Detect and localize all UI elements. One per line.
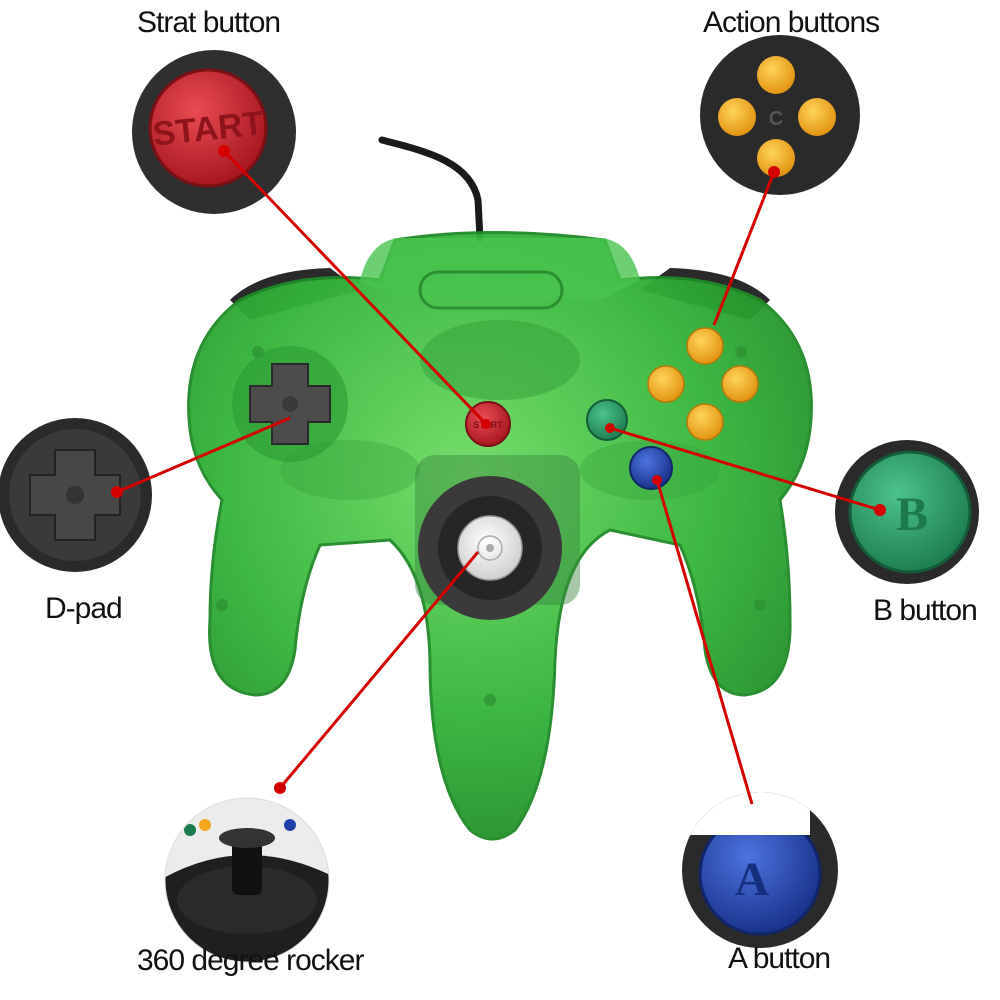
start-button-label: Strat button bbox=[137, 6, 281, 39]
b-pointer-line bbox=[609, 426, 881, 512]
start-button-callout-circle: START bbox=[132, 50, 296, 214]
action-pointer-line bbox=[712, 171, 776, 326]
b-button-lettering: B bbox=[896, 488, 928, 541]
controller-analog-stick bbox=[418, 476, 562, 620]
c-button-lettering: C bbox=[769, 108, 783, 130]
d-pad-label: D-pad bbox=[45, 592, 123, 625]
b-button-callout-circle: B bbox=[835, 440, 979, 584]
controller-c-buttons bbox=[647, 327, 759, 441]
b-button-label: B button bbox=[873, 594, 978, 627]
d-pad-callout-circle bbox=[0, 418, 152, 572]
start-pointer-line bbox=[222, 149, 488, 426]
rocker-callout-circle bbox=[164, 797, 330, 963]
controller-a-button bbox=[629, 446, 673, 490]
action-buttons-callout-circle: C bbox=[700, 35, 860, 195]
rocker-pointer-line bbox=[278, 551, 480, 789]
controller-d-pad bbox=[232, 346, 348, 462]
controller-b-button bbox=[586, 399, 628, 441]
pointer-lines bbox=[116, 149, 881, 805]
a-button-lettering: A bbox=[735, 853, 770, 906]
rocker-label: 360 degree rocker bbox=[137, 944, 364, 977]
controller-cable bbox=[378, 136, 484, 242]
a-button-label: A button bbox=[728, 942, 831, 975]
action-buttons-label: Action buttons bbox=[703, 6, 880, 39]
a-pointer-line bbox=[655, 479, 754, 805]
pointer-dots bbox=[111, 145, 886, 794]
d-pad-pointer-line bbox=[116, 416, 291, 494]
a-button-callout-circle: A bbox=[682, 792, 838, 948]
